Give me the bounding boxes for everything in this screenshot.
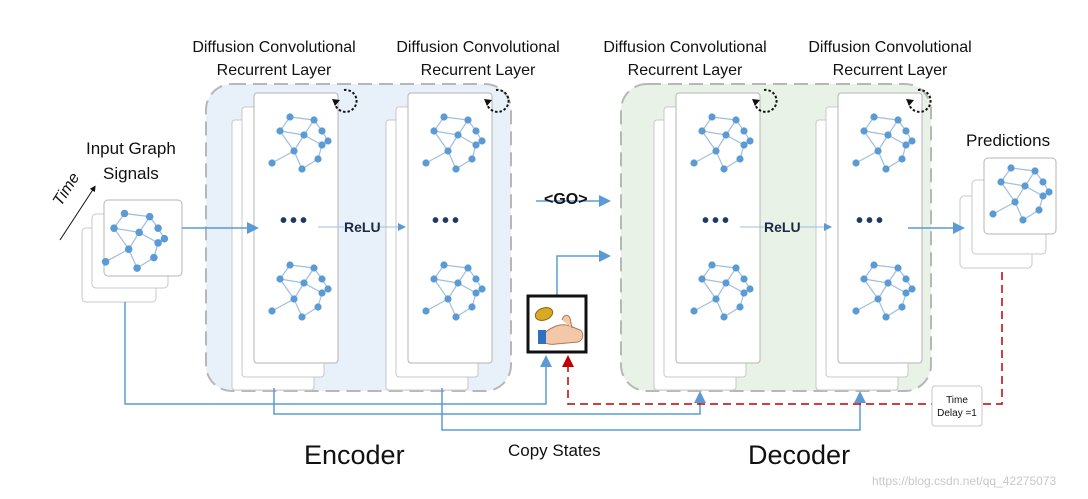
time-delay-feedback-arrow [562, 272, 1003, 405]
scheduled-sampling-box [526, 294, 588, 354]
relu-label-decoder: ReLU [764, 219, 801, 235]
layer-title-4: Diffusion Convolutional Recurrent Layer [790, 36, 990, 82]
layer-title-line: Recurrent Layer [216, 62, 332, 79]
watermark: https://blog.csdn.net/qq_42275073 [872, 474, 1057, 488]
decoder-layer-1 [654, 93, 760, 390]
input-graph-stack [81, 199, 183, 303]
time-delay-box [931, 385, 983, 427]
relu-label-encoder: ReLU [344, 219, 381, 235]
input-to-sampling-arrow [124, 302, 552, 405]
ellipsis-dec-1: ••• [702, 210, 733, 232]
layer-title-line: Diffusion Convolutional [396, 39, 560, 56]
encoder-layer-2 [386, 93, 492, 390]
time-delay-label: Time Delay =1 [932, 394, 982, 420]
coin-icon [534, 307, 554, 321]
layer-title-3: Diffusion Convolutional Recurrent Layer [585, 36, 785, 82]
ellipsis-enc-2: ••• [432, 210, 463, 232]
hand-icon [538, 314, 584, 345]
layer-title-line: Recurrent Layer [420, 62, 536, 79]
layer-title-line: Diffusion Convolutional [192, 39, 356, 56]
layer-title-1: Diffusion Convolutional Recurrent Layer [174, 36, 374, 82]
layer-title-line: Recurrent Layer [627, 62, 743, 79]
input-label-line1: Input Graph [86, 139, 176, 158]
go-token: <GO> [544, 191, 588, 208]
layer-title-line: Recurrent Layer [832, 62, 948, 79]
predictions-label: Predictions [966, 131, 1051, 150]
encoder-label: Encoder [304, 440, 405, 470]
input-label: Input Graph Signals [86, 136, 176, 186]
ellipsis-dec-2: ••• [856, 210, 887, 232]
encoder-layer-1 [232, 93, 338, 390]
layer-title-2: Diffusion Convolutional Recurrent Layer [378, 36, 578, 82]
layer-title-line: Diffusion Convolutional [808, 39, 972, 56]
time-delay-line2: Delay =1 [937, 408, 977, 419]
layer-title-line: Diffusion Convolutional [603, 39, 767, 56]
predictions-graph-stack [959, 157, 1057, 269]
time-delay-line1: Time [946, 395, 968, 406]
sampling-to-decoder-arrow [556, 250, 611, 296]
copy-states-arrow-2 [441, 388, 866, 431]
time-axis-arrow [59, 185, 96, 241]
ellipsis-enc-1: ••• [280, 210, 311, 232]
decoder-layer-2 [816, 93, 922, 390]
copy-states-label: Copy States [508, 441, 601, 460]
input-label-line2: Signals [103, 164, 159, 183]
decoder-label: Decoder [748, 440, 851, 470]
